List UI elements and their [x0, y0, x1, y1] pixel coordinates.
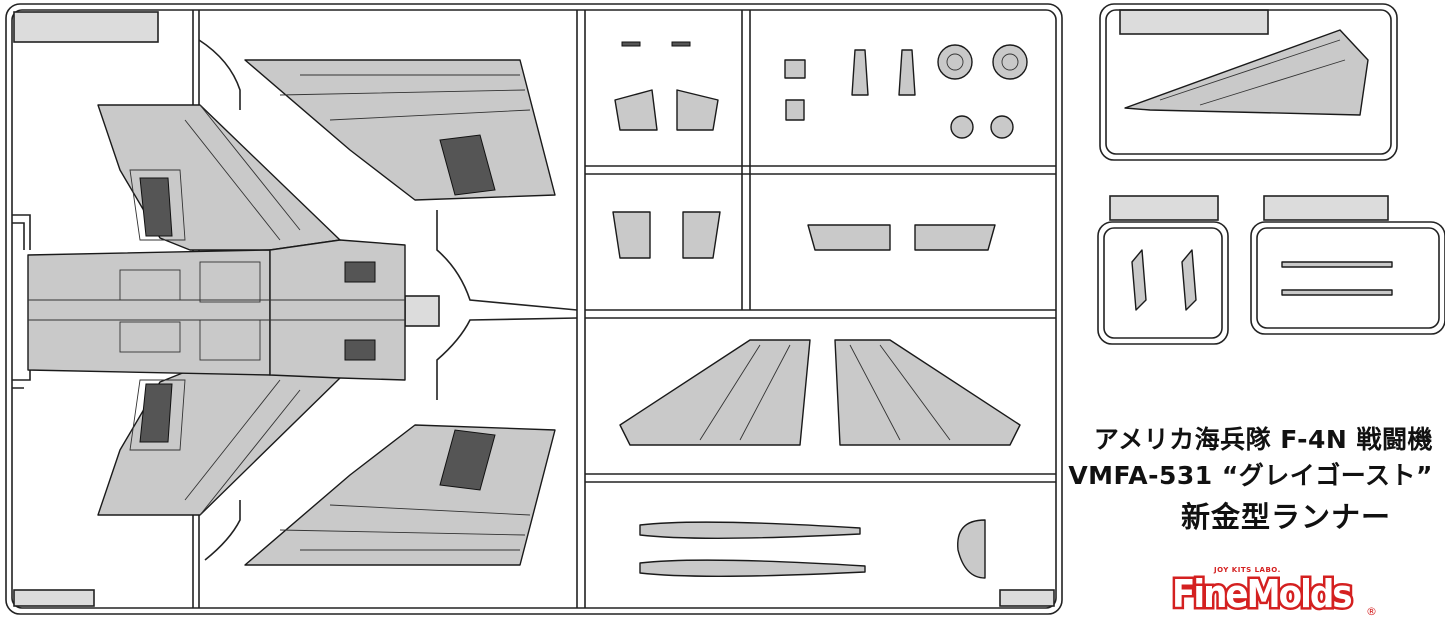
registered-mark: ®: [1366, 605, 1377, 618]
wheels: [937, 44, 1028, 139]
outer-wing-top: [244, 59, 556, 201]
small-part-sprue-right: [1250, 221, 1445, 335]
canopy-frames: [614, 41, 719, 131]
sprue-gates: [12, 39, 578, 561]
stabilators: [619, 339, 1021, 446]
landing-gear-parts: [784, 49, 916, 121]
lower-wing-left: [97, 369, 341, 516]
intake-parts: [612, 211, 721, 259]
logo-text: FineMolds: [1170, 570, 1356, 619]
radome: [957, 519, 986, 579]
outer-wing-bottom: [244, 424, 556, 566]
fuel-tanks: [639, 521, 866, 577]
fuselage-section: [27, 239, 406, 381]
flaps: [807, 224, 996, 251]
caption-line-3: 新金型ランナー: [1180, 500, 1391, 534]
upper-wing-left: [97, 104, 341, 251]
small-part-sprue-left: [1097, 221, 1229, 345]
logo-subtext: JOY KITS LABO.: [1214, 566, 1281, 574]
caption-line-1: アメリカ海兵隊 F-4N 戦闘機: [1093, 425, 1433, 454]
caption-line-2: VMFA-531 “グレイゴースト”: [1068, 461, 1433, 490]
tail-fin-sprue: [1099, 3, 1398, 161]
